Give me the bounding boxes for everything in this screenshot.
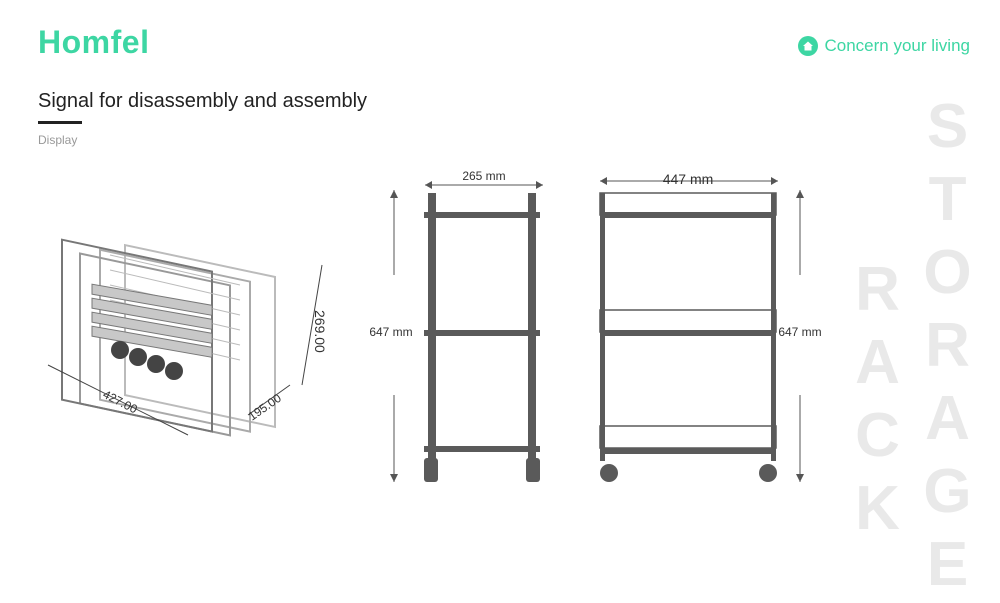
folded-height-label: 269.00 (312, 310, 328, 353)
folded-width-label: 195.00 (246, 391, 284, 424)
page-title: Signal for disassembly and assembly (38, 90, 368, 112)
brand-logo: Homfel (38, 24, 150, 60)
side-width-label: 447 mm (663, 171, 714, 187)
home-icon (798, 36, 819, 56)
front-width-label: 265 mm (462, 169, 505, 183)
side-height-label: 647 mm (778, 325, 821, 339)
tagline: Concern your living (798, 36, 970, 56)
tagline-text: Concern your living (824, 36, 970, 55)
watermark-storage: STORAGE (913, 92, 982, 603)
side-view-drawing: 447 mm 647 mm (599, 171, 822, 482)
folded-rack-illustration: 427.00 195.00 269.00 (47, 238, 328, 437)
front-view-drawing: 265 mm 647 mm (369, 169, 543, 482)
watermark-rack: RACK (843, 255, 912, 547)
front-height-label: 647 mm (369, 325, 412, 339)
page-subtitle: Display (38, 133, 78, 147)
title-underline (38, 121, 82, 124)
